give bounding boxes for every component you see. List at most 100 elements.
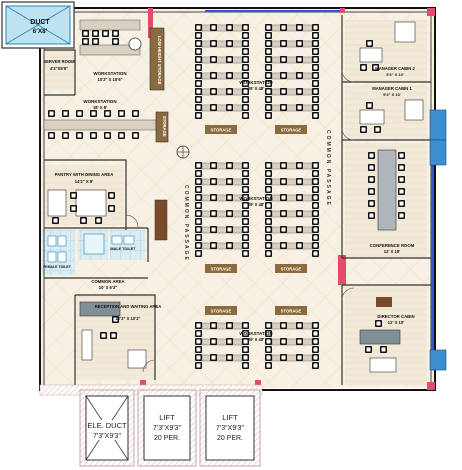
workstation-chair [242,96,249,103]
workstation-desk [201,24,243,32]
workstation-chair [296,162,303,169]
storage-label-2: STORAGE [281,128,302,133]
workstation-chair [296,226,303,233]
workstation-chair [265,64,272,71]
workstation-chair [312,112,319,119]
storage-label-5: STORAGE [211,309,232,314]
workstation-chair [210,104,217,111]
workstation-chair [265,48,272,55]
workstation-desk [201,354,243,362]
workstation-chair [265,242,272,249]
workstation-chair [195,330,202,337]
ac-unit-3 [429,349,447,371]
conference-size: 12' X 18' [384,249,400,254]
workstation-desk [271,338,313,346]
workstation-chair [226,40,233,47]
workstation-desk [201,322,243,330]
workstation-chair [265,178,272,185]
lift-2-size: 7'3"X9'3" [216,425,244,432]
workstation-desk [201,194,243,202]
workstation-chair [195,210,202,217]
ws-center-top-name: WORKSTATION [239,80,272,85]
passage-left: COMMON PASSAGE [183,185,189,262]
workstation-chair [265,186,272,193]
pantry-name: PANTRY WITH DINING AREA [55,172,114,177]
workstation-chair [242,48,249,55]
workstation-chair [210,40,217,47]
workstation-chair [312,354,319,361]
workstation-chair [195,32,202,39]
workstation-chair [312,362,319,369]
ws-left-size: 18' X 8' [93,105,107,110]
storage-units: STORAGE STORAGE STORAGE STORAGE STORAGE … [205,125,307,315]
workstation-chair [195,96,202,103]
workstation-desk [271,162,313,170]
workstation-chair [312,210,319,217]
server-room-floor [44,50,74,90]
workstation-chair [195,40,202,47]
workstation-chair [210,24,217,31]
workstation-chair [210,194,217,201]
workstation-chair [265,362,272,369]
workstation-chair [195,104,202,111]
workstation-chair [312,104,319,111]
ws-central-blocks [195,24,319,369]
passage-right: COMMON PASSAGE [325,130,331,207]
workstation-chair [195,186,202,193]
ws-top-left-name: WORKSTATION [93,71,126,76]
workstation-chair [195,226,202,233]
workstation-chair [280,88,287,95]
workstation-chair [195,322,202,329]
manager-cabin-1-furniture [359,99,424,133]
reception-furniture [79,301,147,369]
ws-center-mid-size: 29' X 48' [248,202,264,207]
workstation-desk [271,72,313,80]
workstation-desk [271,104,313,112]
workstation-chair [242,354,249,361]
workstation-chair [312,72,319,79]
workstation-chair [265,322,272,329]
workstation-chair [312,178,319,185]
workstation-chair [296,338,303,345]
workstation-chair [210,354,217,361]
workstation-chair [312,56,319,63]
workstation-desk [271,210,313,218]
workstation-chair [296,72,303,79]
director-furniture [359,297,401,373]
workstation-chair [226,322,233,329]
workstation-chair [312,170,319,177]
workstation-chair [296,242,303,249]
workstation-chair [210,322,217,329]
workstation-chair [195,218,202,225]
workstation-chair [226,242,233,249]
workstation-chair [296,322,303,329]
workstation-chair [242,24,249,31]
workstation-desk [201,40,243,48]
plant-fixture [176,145,190,159]
workstation-chair [242,210,249,217]
workstation-chair [265,56,272,63]
workstation-desk [201,56,243,64]
workstation-chair [280,104,287,111]
workstation-chair [312,250,319,257]
workstation-desk [271,56,313,64]
workstation-chair [312,218,319,225]
toilet-floor-3 [110,230,145,260]
workstation-chair [242,64,249,71]
workstation-chair [296,178,303,185]
workstation-chair [210,56,217,63]
workstation-chair [265,104,272,111]
workstation-chair [265,88,272,95]
workstation-chair [296,194,303,201]
workstation-chair [312,346,319,353]
workstation-chair [195,112,202,119]
female-toilet-label: FEMALE TOILET [43,265,72,269]
workstation-chair [210,162,217,169]
manager-cabin-1-size: 9'3" X 10' [383,92,401,97]
ws-center-top-size: 29' X 48' [248,86,264,91]
door-swings [125,69,355,373]
workstation-chair [195,80,202,87]
workstation-chair [312,194,319,201]
storage-label-3: STORAGE [211,267,232,272]
workstation-chair [195,338,202,345]
